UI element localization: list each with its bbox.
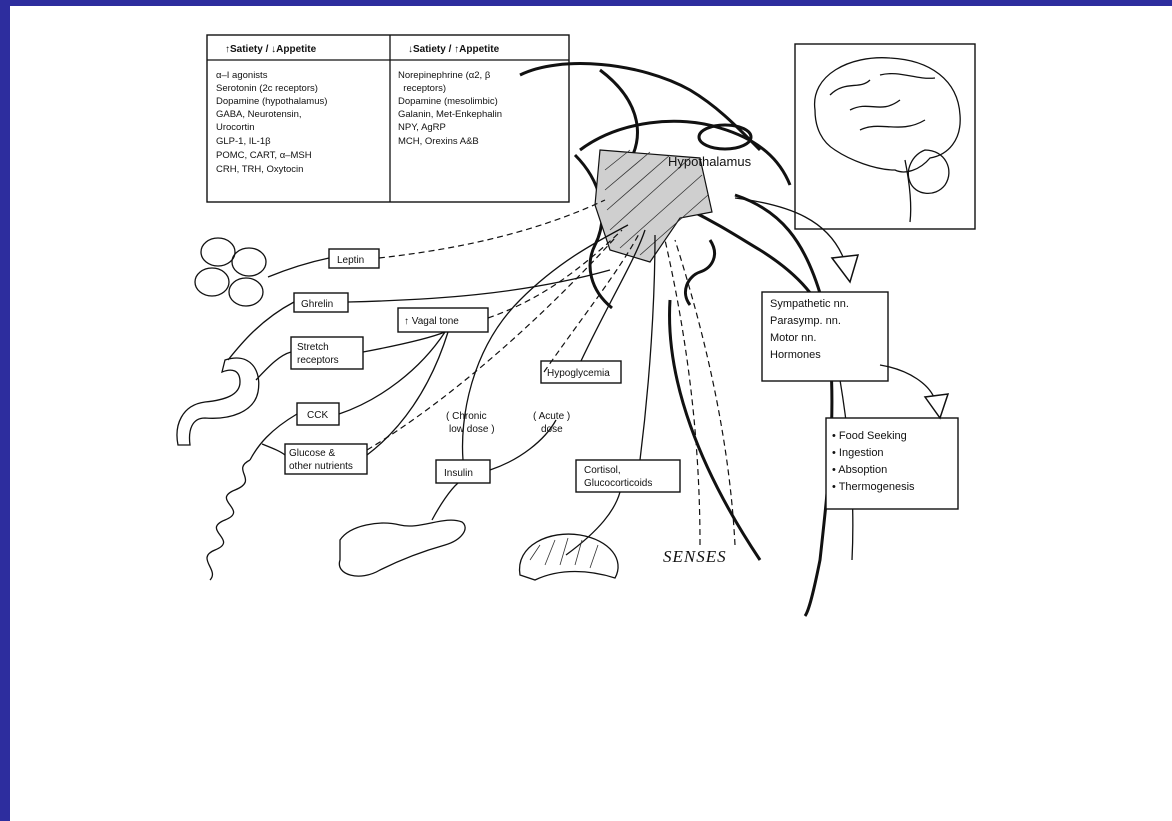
connectors: [228, 200, 735, 555]
vagal-to-hypothalamus: [488, 230, 622, 318]
hypothalamus-label: Hypothalamus: [668, 154, 752, 169]
efferent-outputs: Sympathetic nn. Parasymp. nn. Motor nn. …: [735, 198, 958, 509]
left-item: POMC, CART, α–MSH: [216, 150, 312, 161]
glucose-to-vagal: [367, 332, 448, 455]
arrow-head-icon: [925, 394, 948, 418]
pituitary-stalk: [685, 240, 714, 305]
right-column-header: ↓Satiety / ↑Appetite: [408, 44, 500, 55]
right-item: Norepinephrine (α2, β: [398, 70, 491, 81]
pancreas-to-insulin: [432, 483, 458, 520]
behavior-item: • Absoption: [832, 464, 887, 476]
spinal-cord: [735, 195, 832, 616]
organ-sketches: [177, 238, 618, 580]
pancreas-sketch: [339, 520, 465, 576]
hypoglycemia-label: Hypoglycemia: [547, 368, 610, 379]
arrow-head-icon: [832, 255, 858, 282]
left-item: Dopamine (hypothalamus): [216, 96, 327, 107]
effector-item: Motor nn.: [770, 332, 816, 344]
arrow-up-icon: ↑: [404, 316, 409, 327]
glucose-label-1: Glucose &: [289, 448, 335, 459]
cortisol-label-2: Glucocorticoids: [584, 478, 652, 489]
adrenal-hatching: [530, 538, 598, 568]
glucose-label-2: other nutrients: [289, 461, 353, 472]
left-item: Serotonin (2c receptors): [216, 83, 318, 94]
leptin-label: Leptin: [337, 255, 364, 266]
peripheral-signals: Leptin Ghrelin Stretch receptors ↑ Vagal…: [285, 249, 727, 566]
right-item: NPY, AgRP: [398, 122, 446, 133]
behavior-item: • Thermogenesis: [832, 481, 915, 493]
brain-inset: [795, 44, 975, 229]
adipose-cells: [195, 238, 266, 306]
ghrelin-label: Ghrelin: [301, 299, 333, 310]
effector-item: Parasymp. nn.: [770, 315, 841, 327]
chronic-dose-label-2: low dose ): [449, 424, 495, 435]
senses-label: SENSES: [663, 547, 727, 566]
senses-to-brain-1: [665, 240, 700, 545]
spinal-front: [670, 300, 760, 560]
effector-item: Sympathetic nn.: [770, 298, 849, 310]
cortisol-to-brain: [640, 235, 655, 460]
senses-to-brain-2: [675, 240, 735, 545]
adipose-to-leptin: [268, 258, 329, 277]
left-column-header: ↑Satiety / ↓Appetite: [225, 44, 317, 55]
right-item: Dopamine (mesolimbic): [398, 96, 498, 107]
neurotransmitter-table: ↑Satiety / ↓Appetite ↓Satiety / ↑Appetit…: [207, 35, 569, 202]
intestine-sketch: [207, 460, 250, 580]
behavior-item: • Food Seeking: [832, 430, 907, 442]
right-item: receptors): [398, 83, 446, 94]
right-item: Galanin, Met-Enkephalin: [398, 109, 502, 120]
acute-dose-label-1: ( Acute ): [533, 411, 570, 422]
left-item: CRH, TRH, Oxytocin: [216, 164, 303, 175]
left-item: GLP-1, IL-1β: [216, 136, 271, 147]
stomach-to-ghrelin: [228, 302, 294, 360]
stretch-label-2: receptors: [297, 355, 339, 366]
chronic-dose-label-1: ( Chronic: [446, 411, 487, 422]
stomach-sketch: [177, 358, 259, 445]
behavior-item: • Ingestion: [832, 447, 884, 459]
left-item: α–I agonists: [216, 70, 268, 81]
effector-item: Hormones: [770, 349, 821, 361]
left-item: GABA, Neurotensin,: [216, 109, 302, 120]
stomach-to-stretch: [256, 352, 291, 380]
adrenal-gland-sketch: [520, 534, 619, 580]
cck-label: CCK: [307, 410, 328, 421]
ghrelin-to-brain: [348, 270, 610, 302]
vagal-tone-label: ↑ Vagal tone: [404, 316, 459, 327]
intestine-to-glucose: [262, 444, 285, 455]
insulin-label: Insulin: [444, 468, 473, 479]
right-item: MCH, Orexins A&B: [398, 136, 479, 147]
adrenal-to-cortisol: [566, 492, 620, 555]
leptin-to-hypothalamus: [379, 200, 605, 258]
left-item: Urocortin: [216, 122, 255, 133]
cortisol-label-1: Cortisol,: [584, 465, 621, 476]
stretch-label-1: Stretch: [297, 342, 329, 353]
